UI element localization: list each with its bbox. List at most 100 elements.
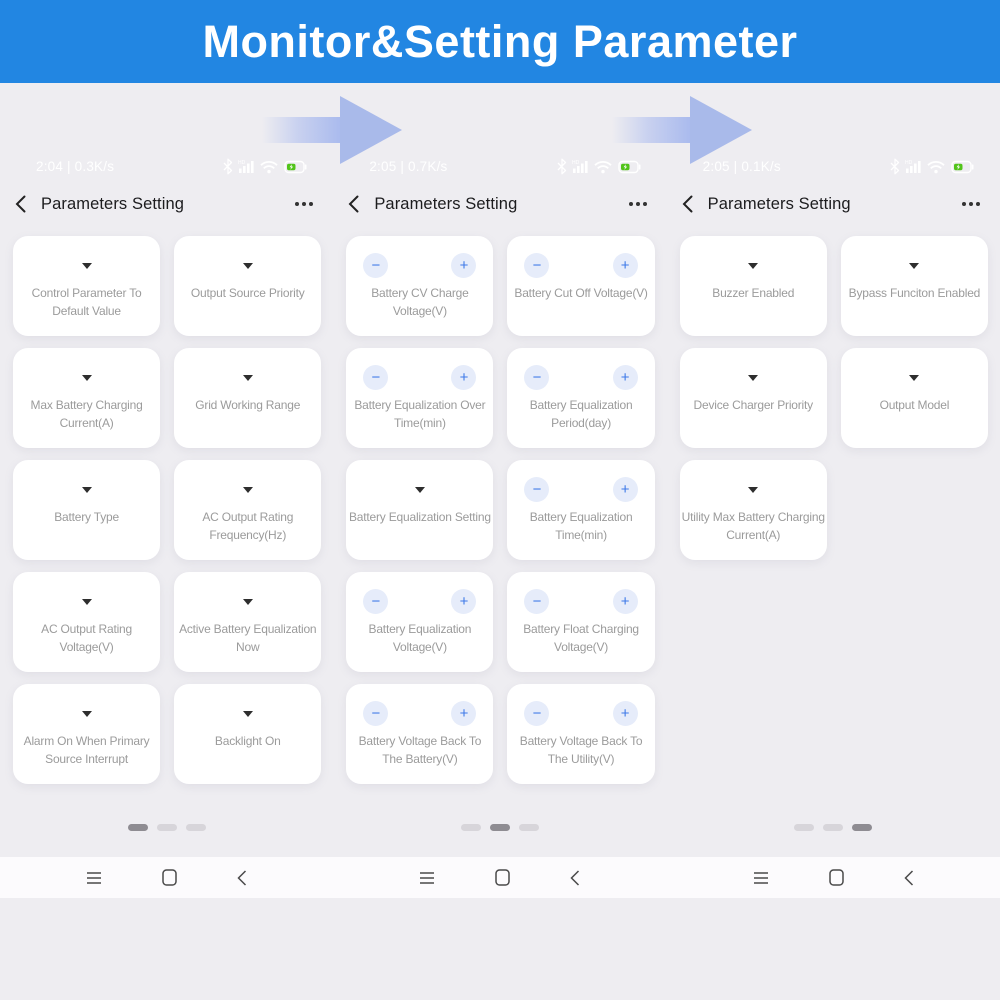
parameter-card[interactable]: − + Battery Equalization Voltage(V)	[346, 572, 494, 672]
plus-button[interactable]: +	[451, 701, 477, 726]
parameter-card[interactable]: Backlight On	[174, 684, 322, 784]
parameter-card[interactable]: − + Battery Voltage Back To The Utility(V)	[507, 684, 655, 784]
page-title: Monitor&Setting Parameter	[202, 15, 798, 67]
home-icon[interactable]	[162, 869, 177, 886]
parameter-label: AC Output Rating Voltage(V)	[41, 622, 132, 654]
page-indicator	[667, 824, 1000, 831]
menu-icon[interactable]	[753, 871, 769, 885]
back-icon[interactable]	[237, 869, 247, 886]
screen-title: Parameters Setting	[41, 194, 185, 213]
dropdown-caret-icon	[81, 374, 92, 381]
hd-signal-icon: HD	[572, 160, 588, 173]
svg-text:HD: HD	[905, 160, 913, 166]
parameter-card[interactable]: −+Battery Float Charging Voltage(V)	[507, 572, 655, 672]
dropdown-caret-icon	[81, 262, 92, 269]
page-indicator-dot[interactable]	[127, 824, 148, 831]
parameter-label: Battery Equalization Time(min)	[529, 510, 633, 542]
back-icon[interactable]	[570, 869, 580, 886]
dropdown-caret-icon	[81, 710, 92, 717]
minus-button[interactable]: −	[524, 589, 550, 614]
page-indicator-dot[interactable]	[460, 824, 481, 831]
page-indicator-dot[interactable]	[518, 824, 539, 831]
parameter-card[interactable]: −+Battery Cut Off Voltage(V)	[507, 236, 655, 336]
parameter-label: Battery Voltage Back To The Utility(V)	[519, 734, 643, 766]
nav-group	[667, 857, 1000, 898]
more-options-icon[interactable]	[628, 202, 647, 206]
plus-button[interactable]: +	[612, 365, 638, 390]
parameter-card[interactable]: Battery Equalization Setting	[346, 460, 494, 560]
home-icon[interactable]	[829, 869, 844, 886]
transition-arrow-icon	[262, 96, 404, 164]
page-indicator-dot[interactable]	[794, 824, 815, 831]
parameter-card[interactable]: Output Source Priority	[174, 236, 322, 336]
parameter-card[interactable]: Output Model	[840, 348, 988, 448]
minus-button[interactable]: −	[524, 701, 550, 726]
dropdown-caret-icon	[748, 262, 759, 269]
phone-screens-row: 2:04 | 0.3K/s HD Parameters Setting Cont…	[0, 83, 1000, 1000]
page-indicator-dot[interactable]	[823, 824, 844, 831]
home-icon[interactable]	[495, 869, 511, 886]
page-indicator-dot[interactable]	[185, 824, 206, 831]
parameter-card[interactable]: − + Battery Equalization Time(min)	[507, 460, 655, 560]
page-indicator-dot[interactable]	[489, 824, 510, 831]
plus-button[interactable]: +	[612, 253, 638, 278]
arrow-head	[690, 96, 752, 164]
parameter-card[interactable]: AC Output Rating Frequency(Hz)	[174, 460, 322, 560]
back-chevron-icon[interactable]	[682, 195, 693, 213]
plus-button[interactable]: +	[451, 589, 477, 614]
parameter-label: Backlight On	[214, 734, 281, 748]
parameter-label: Buzzer Enabled	[712, 286, 795, 300]
status-icons: HD	[553, 158, 645, 175]
menu-icon[interactable]	[419, 871, 435, 885]
status-icons: HD	[219, 158, 311, 175]
status-bar: 2:04 | 0.3K/s HD	[0, 156, 333, 176]
parameter-card[interactable]: Battery Type	[13, 460, 161, 560]
parameter-card[interactable]: Alarm On When Primary Source Interrupt	[13, 684, 161, 784]
parameter-label: Active Battery Equalization Now	[179, 622, 317, 654]
parameter-card[interactable]: −+Battery Equalization Period(day)	[507, 348, 655, 448]
minus-button[interactable]: −	[363, 365, 389, 390]
back-icon[interactable]	[904, 869, 914, 886]
more-options-icon[interactable]	[295, 202, 314, 206]
back-chevron-icon[interactable]	[15, 195, 26, 213]
parameter-card[interactable]: Utility Max Battery Charging Current(A)	[679, 460, 827, 560]
minus-button[interactable]: −	[524, 365, 550, 390]
parameter-label: Battery Equalization Voltage(V)	[368, 622, 472, 654]
parameter-card[interactable]: Device Charger Priority	[679, 348, 827, 448]
minus-button[interactable]: −	[363, 589, 389, 614]
page-indicator-dot[interactable]	[156, 824, 177, 831]
plus-button[interactable]: +	[451, 253, 477, 278]
parameter-card[interactable]: −+Battery Voltage Back To The Battery(V)	[346, 684, 494, 784]
parameter-card[interactable]: Active Battery Equalization Now	[174, 572, 322, 672]
dropdown-caret-icon	[81, 598, 92, 605]
page-indicator-dot[interactable]	[852, 824, 873, 831]
parameter-card[interactable]: Bypass Funciton Enabled	[840, 236, 988, 336]
minus-button[interactable]: −	[363, 701, 389, 726]
parameter-card[interactable]: Buzzer Enabled	[679, 236, 827, 336]
battery-icon	[617, 160, 641, 173]
menu-icon[interactable]	[86, 871, 102, 885]
minus-button[interactable]: −	[524, 477, 550, 502]
dropdown-caret-icon	[242, 486, 253, 493]
plus-button[interactable]: +	[612, 477, 638, 502]
more-options-icon[interactable]	[961, 202, 980, 206]
minus-button[interactable]: −	[363, 253, 389, 278]
parameter-label: Bypass Funciton Enabled	[848, 286, 981, 300]
dropdown-caret-icon	[81, 486, 92, 493]
dropdown-caret-icon	[242, 710, 253, 717]
dropdown-caret-icon	[909, 262, 920, 269]
parameter-card[interactable]: Grid Working Range	[174, 348, 322, 448]
minus-button[interactable]: −	[524, 253, 550, 278]
parameter-card[interactable]: AC Output Rating Voltage(V)	[13, 572, 161, 672]
parameter-card[interactable]: −+Battery Equalization Over Time(min)	[346, 348, 494, 448]
plus-button[interactable]: +	[612, 701, 638, 726]
plus-button[interactable]: +	[612, 589, 638, 614]
back-chevron-icon[interactable]	[348, 195, 359, 213]
plus-button[interactable]: +	[451, 365, 477, 390]
parameter-card[interactable]: −+Battery CV Charge Voltage(V)	[346, 236, 494, 336]
status-icons: HD	[886, 158, 978, 175]
parameter-label: Utility Max Battery Charging Current(A)	[681, 510, 825, 542]
parameter-card[interactable]: Max Battery Charging Current(A)	[13, 348, 161, 448]
parameter-card[interactable]: Control Parameter To Default Value	[13, 236, 161, 336]
